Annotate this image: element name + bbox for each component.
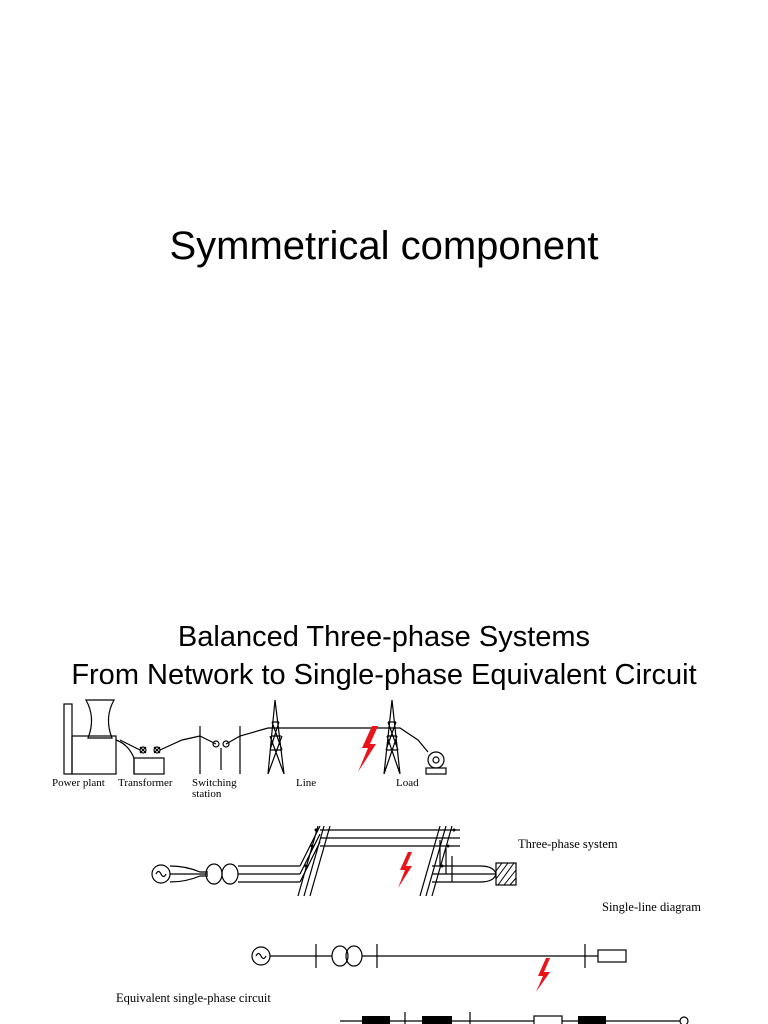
network-diagram-figure: Power plant Transformer Switching statio… <box>52 699 701 1024</box>
transmission-tower-icon <box>267 699 285 775</box>
label-power-plant: Power plant <box>52 777 105 789</box>
label-switching-station-1: Switching <box>192 777 237 789</box>
load-motor-icon <box>425 751 447 775</box>
transmission-tower-icon <box>383 699 401 775</box>
fault-lightning-icon <box>398 852 412 888</box>
label-line: Line <box>296 777 316 789</box>
label-load: Load <box>396 777 419 789</box>
three-phase-system-diagram <box>151 825 517 897</box>
transformer-icon <box>119 735 201 775</box>
power-plant-icon <box>63 699 135 775</box>
title-line-2: From Network to Single-phase Equivalent … <box>71 659 697 691</box>
label-transformer: Transformer <box>118 777 173 789</box>
overhead-line <box>268 727 429 753</box>
fault-lightning-icon <box>358 726 378 772</box>
slide-title-balanced-three-phase: Balanced Three-phase Systems From Networ… <box>0 618 768 694</box>
switching-station-icon <box>199 726 269 774</box>
sine-icon <box>155 870 167 878</box>
label-three-phase-system: Three-phase system <box>518 837 618 851</box>
label-equivalent-single-phase-circuit: Equivalent single-phase circuit <box>116 991 271 1005</box>
single-line-diagram <box>251 944 627 968</box>
sine-icon <box>255 952 267 960</box>
label-single-line-diagram: Single-line diagram <box>602 900 701 914</box>
label-switching-station-2: station <box>192 788 222 800</box>
title-line-1: Balanced Three-phase Systems <box>177 621 591 653</box>
slide-title-symmetrical-component: Symmetrical component <box>169 224 599 268</box>
fault-lightning-icon <box>536 958 550 992</box>
equivalent-circuit-diagram <box>340 1012 689 1024</box>
